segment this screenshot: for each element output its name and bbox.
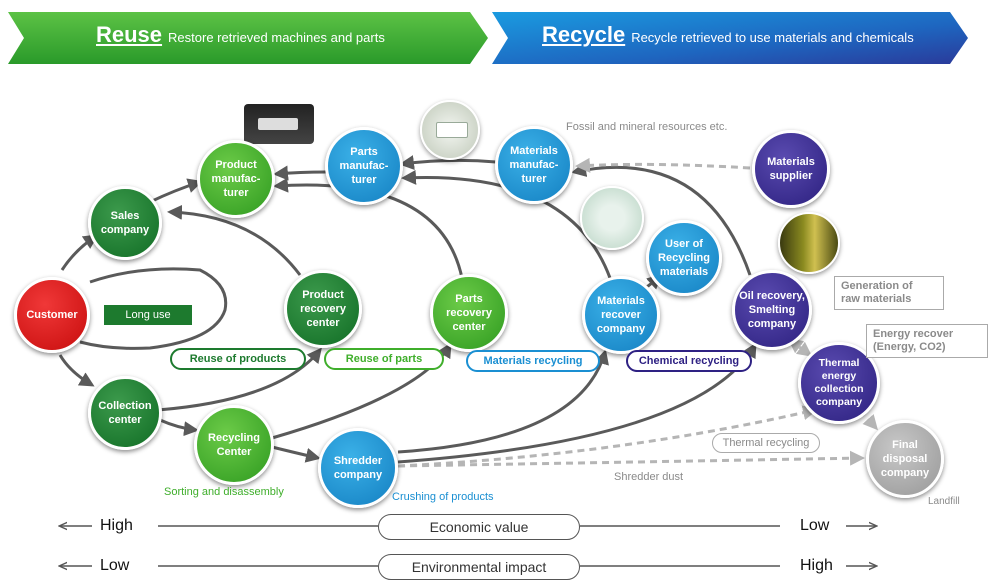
pill-chemical-recycling: Chemical recycling [626,350,752,372]
node-recycling-center[interactable]: Recycling Center [194,405,274,485]
node-oil-recovery-smelting[interactable]: Oil recovery, Smelting company [732,270,812,350]
node-collection-center[interactable]: Collection center [88,376,162,450]
printer-image [244,104,314,144]
node-materials-recover-company[interactable]: Materials recover company [582,276,660,354]
node-final-disposal[interactable]: Final disposal company [866,420,944,498]
parts-image [420,100,480,160]
recycle-title: Recycle [542,22,626,47]
pill-thermal-recycling: Thermal recycling [712,433,820,453]
node-product-manufacturer[interactable]: Product manufac- turer [197,140,275,218]
reuse-banner [8,12,488,64]
reuse-banner-text: Reuse Restore retrieved machines and part… [96,22,385,48]
environmental-right-label: High [800,557,833,574]
pellets-image [580,186,644,250]
callout-energy-recover: Energy recover (Energy, CO2) [866,324,988,358]
environmental-left-label: Low [100,557,130,574]
pill-materials-recycling: Materials recycling [466,350,600,372]
label-fossil-resources: Fossil and mineral resources etc. [566,121,728,133]
node-customer[interactable]: Customer [14,277,90,353]
node-materials-manufacturer[interactable]: Materials manufac- turer [495,126,573,204]
axis-lines [60,526,876,566]
pill-reuse-of-products: Reuse of products [170,348,306,370]
environmental-impact-pill: Environmental impact [378,554,580,580]
node-shredder-company[interactable]: Shredder company [318,428,398,508]
economic-value-pill: Economic value [378,514,580,540]
label-landfill: Landfill [928,496,960,507]
reuse-subtitle: Restore retrieved machines and parts [168,30,385,45]
label-crushing-products: Crushing of products [392,491,494,503]
node-parts-manufacturer[interactable]: Parts manufac- turer [325,127,403,205]
label-sorting-disassembly: Sorting and disassembly [164,486,284,498]
node-materials-supplier[interactable]: Materials supplier [752,130,830,208]
node-user-of-recycling-materials[interactable]: User of Recycling materials [646,220,722,296]
node-product-recovery-center[interactable]: Product recovery center [284,270,362,348]
long-use-label: Long use [103,304,193,326]
recycle-banner [492,12,968,64]
node-sales-company[interactable]: Sales company [88,186,162,260]
oil-bottles-image [778,212,840,274]
economic-left-label: High [100,517,133,534]
recycle-subtitle: Recycle retrieved to use materials and c… [631,30,914,45]
callout-generation-raw-materials: Generation of raw materials [834,276,944,310]
label-shredder-dust: Shredder dust [614,471,684,483]
node-parts-recovery-center[interactable]: Parts recovery center [430,274,508,352]
economic-right-label: Low [800,517,830,534]
recycle-banner-text: Recycle Recycle retrieved to use material… [542,22,914,48]
pill-reuse-of-parts: Reuse of parts [324,348,444,370]
reuse-title: Reuse [96,22,163,47]
